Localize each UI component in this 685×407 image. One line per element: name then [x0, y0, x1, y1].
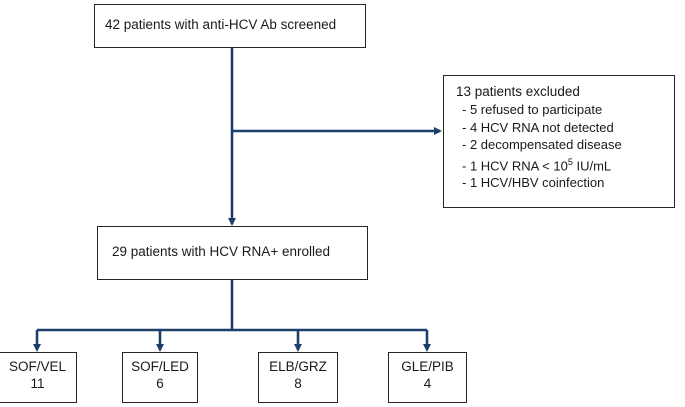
exclusion-reason-text: - 4 HCV RNA not detected — [462, 119, 614, 135]
arm-count: 4 — [423, 376, 432, 391]
enrolled-box: 29 patients with HCV RNA+ enrolled — [97, 226, 368, 280]
exclusion-reason: - 2 decompensated disease — [456, 136, 674, 154]
arm-count: 6 — [156, 376, 164, 391]
exclusion-reason-text: - 1 HCV RNA < 10 — [462, 157, 568, 173]
exclusion-reason-text: - 5 refused to participate — [462, 102, 603, 117]
exclusion-reason: - 1 HCV RNA < 105 IU/mL — [456, 154, 674, 175]
arm-box: GLE/PIB 4 — [388, 352, 467, 403]
arm-box: SOF/LED 6 — [122, 352, 198, 403]
arm-box: SOF/VEL 11 — [0, 352, 77, 403]
arm-name: SOF/VEL — [8, 359, 67, 374]
arm-count: 8 — [294, 376, 302, 391]
arm-count: 11 — [30, 376, 45, 391]
enrolled-label: 29 patients with HCV RNA+ enrolled — [112, 244, 330, 259]
exponent: 5 — [567, 156, 573, 167]
excluded-title: 13 patients excluded — [456, 84, 580, 99]
arm-name: SOF/LED — [131, 359, 189, 374]
exclusion-reason: - 5 refused to participate — [456, 101, 674, 119]
exclusion-reason: - 4 HCV RNA not detected — [456, 119, 674, 137]
arm-name: ELB/GRZ — [269, 359, 327, 374]
exclusion-reason-text: - 2 decompensated disease — [462, 137, 622, 152]
screened-box: 42 patients with anti-HCV Ab screened — [94, 4, 366, 48]
exclusion-list: - 5 refused to participate - 4 HCV RNA no… — [456, 101, 674, 192]
exclusion-reason-unit: IU/mL — [572, 157, 612, 173]
exclusion-reason-text: - 1 HCV/HBV coinfection — [462, 175, 605, 191]
arm-name: GLE/PIB — [401, 359, 454, 374]
exclusion-reason: - 1 HCV/HBV coinfection — [456, 174, 674, 192]
arm-box: ELB/GRZ 8 — [258, 352, 338, 403]
excluded-box: 13 patients excluded - 5 refused to part… — [443, 75, 675, 208]
screened-label: 42 patients with anti-HCV Ab screened — [105, 17, 337, 32]
